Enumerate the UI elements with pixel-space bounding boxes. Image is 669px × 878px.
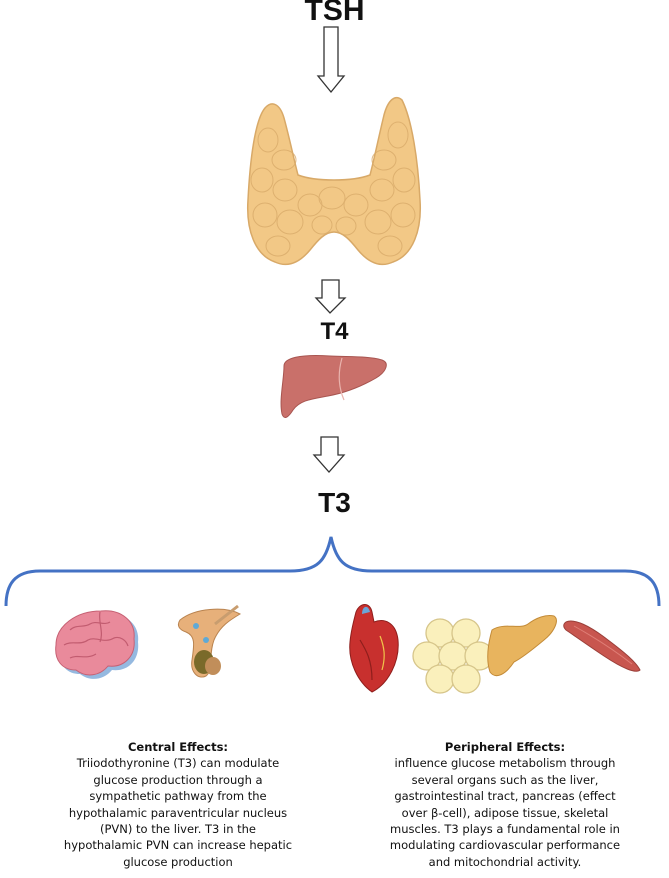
peripheral-line: and mitochondrial activity. [428,854,582,869]
peripheral-line: muscles. T3 plays a fundamental role in [390,822,620,837]
central-line: Triiodothyronine (T3) can modulate [76,756,280,771]
central-line: hypothalamic paraventricular nucleus [68,805,288,820]
central-line: glucose production [123,854,233,869]
heart-icon [349,604,399,693]
central-line: (PVN) to the liver. T3 in the [99,822,257,837]
thyroid-icon [246,96,422,266]
central-line: sympathetic pathway from the [89,789,267,804]
adipose-tissue-icon [412,618,494,694]
central-effects-title: Central Effects: [127,740,229,754]
arrow-liver-to-t3 [312,436,346,473]
skeletal-muscle-icon [563,620,641,672]
peripheral-line: influence glucose metabolism through [394,756,616,771]
peripheral-line: over β-cell), adipose tissue, skeletal [401,805,609,820]
t4-label: T4 [320,318,349,345]
peripheral-line: gastrointestinal tract, pancreas (effect [394,789,616,804]
peripheral-effects-text: Peripheral Effects: influence glucose me… [360,739,650,870]
arrow-tsh-to-thyroid [316,26,346,94]
peripheral-line: several organs such as the liver, [411,772,599,787]
central-effects-text: Central Effects: Triiodothyronine (T3) c… [33,739,323,870]
brain-icon [55,610,139,679]
curly-brace [4,536,661,607]
tsh-label: TSH [304,0,365,27]
t3-label: T3 [318,487,351,518]
peripheral-line: modulating cardiovascular performance [389,838,621,853]
pancreas-icon [487,615,557,677]
central-line: hypothalamic PVN can increase hepatic [63,838,293,853]
liver-icon [280,355,387,418]
peripheral-effects-title: Peripheral Effects: [444,740,566,754]
hypothalamus-pituitary-icon [177,604,242,678]
central-line: glucose production through a [93,772,263,787]
arrow-thyroid-to-t4 [314,279,347,314]
